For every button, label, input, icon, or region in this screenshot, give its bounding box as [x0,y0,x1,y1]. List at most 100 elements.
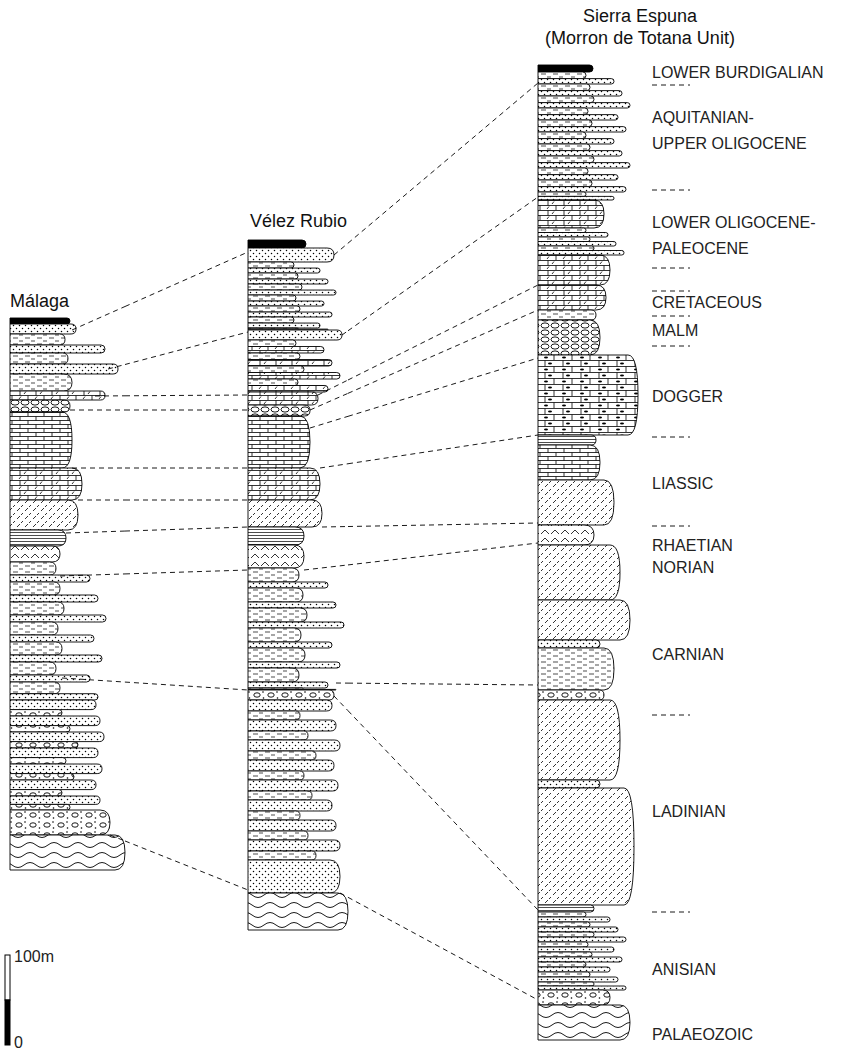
rock-bed [538,96,594,103]
rock-bed [538,139,614,144]
rock-bed [10,334,65,345]
rock-bed [248,301,324,306]
rock-bed [248,711,300,720]
rock-bed [248,262,294,268]
boundary-tick [652,316,690,317]
rock-bed [538,233,608,238]
rock-bed [10,318,70,324]
correlation-line [348,197,538,331]
correlation-line [125,527,248,531]
rock-bed [248,668,299,682]
rock-bed [10,582,60,595]
stage-label: DOGGER [652,388,723,406]
correlation-line [348,523,538,527]
rock-bed [10,662,56,675]
rock-bed [538,175,618,180]
correlation-stub [310,416,348,428]
correlation-line [348,543,538,565]
rock-bed [538,600,630,640]
rock-bed [10,635,94,642]
rock-bed [10,780,96,790]
rock-bed [538,986,626,990]
rock-bed [248,662,340,668]
rock-bed [248,347,324,354]
rock-bed [248,568,299,582]
rock-bed [248,642,332,648]
correlation-line [348,897,538,1000]
rock-bed [248,366,304,373]
column-beds [538,65,638,1040]
rock-bed [10,412,72,468]
rock-bed [538,947,614,952]
rock-bed [248,731,308,740]
rock-bed [538,788,634,905]
rock-bed [248,330,342,340]
rock-bed [10,726,70,732]
rock-bed [538,242,616,247]
rock-bed [538,927,618,932]
rock-bed [538,72,586,79]
rock-bed [538,187,626,192]
rock-bed [538,912,586,917]
rock-bed [538,168,588,175]
rock-bed [538,932,594,937]
stage-label: MALM [652,322,698,340]
correlation-stub [110,835,125,841]
rock-bed [538,320,600,355]
rock-bed [538,115,618,120]
rock-bed [248,771,304,780]
rock-bed [248,622,344,628]
correlation-line [125,410,248,411]
correlation-line [348,683,538,685]
rock-bed [248,602,336,608]
correlation-stub [310,393,348,410]
boundary-tick [652,437,690,438]
rock-bed [248,648,305,662]
rock-bed [10,694,98,700]
column-title: Sierra Espuna [545,5,735,27]
rock-bed [538,180,592,187]
rock-bed [248,379,298,386]
rock-bed [10,400,70,412]
rock-bed [248,468,320,500]
boundary-tick [652,190,690,191]
rock-bed [10,353,68,364]
rock-bed [248,740,340,751]
rock-bed [248,588,303,602]
rock-bed [248,373,340,380]
correlation-line [348,83,538,243]
column-heading: Vélez Rubio [250,210,347,232]
rock-bed [538,545,620,600]
rock-bed [10,710,62,716]
rock-bed [10,345,105,353]
boundary-tick [652,912,690,913]
rock-bed [248,353,300,360]
correlation-line [125,500,248,501]
rock-bed [538,91,622,96]
rock-bed [248,360,332,367]
correlation-stub [72,468,125,469]
stratigraphic-column: Málaga [10,318,125,870]
rock-bed [248,340,296,347]
correlation-stub [334,243,348,255]
rock-bed [10,774,74,780]
scale-bar-white [5,955,10,1000]
rock-bed [248,811,300,820]
column-title: Málaga [10,290,69,312]
correlation-stub [318,380,348,395]
column-title: Vélez Rubio [250,210,347,232]
rock-bed [10,716,100,726]
correlation-stub [66,531,125,533]
correlation-stub [78,500,125,501]
stage-label: RHAETIAN [652,537,733,555]
rock-bed [10,546,60,562]
rock-bed [248,392,318,405]
rock-bed [10,682,60,694]
rock-bed [248,284,302,290]
boundary-tick [652,291,690,292]
rock-bed [10,575,90,582]
correlation-stub [108,365,125,369]
correlation-stub [322,526,348,527]
stage-label: LADINIAN [652,803,726,821]
